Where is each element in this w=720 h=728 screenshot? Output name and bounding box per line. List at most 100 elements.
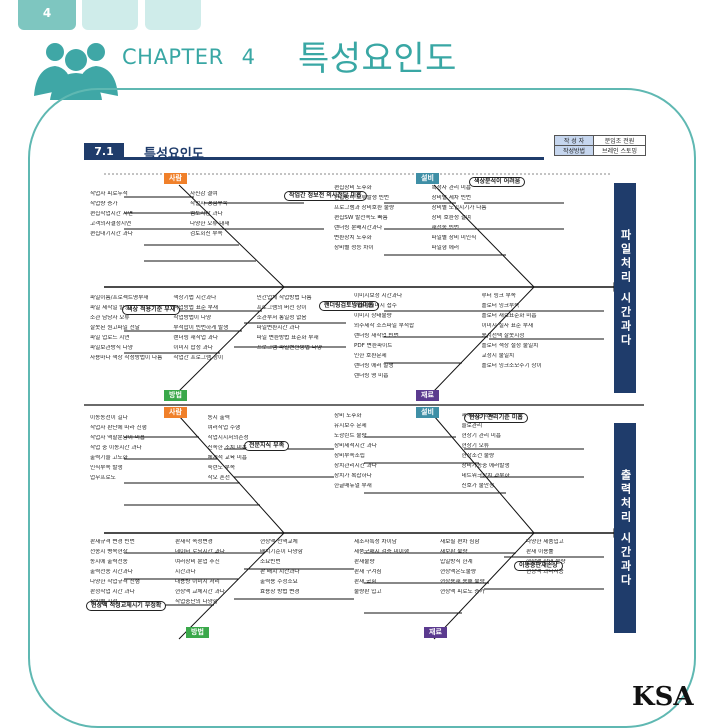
cause-label: 편집장비 노후화 [334, 185, 372, 191]
cause-label: 현상액 과다사용 [526, 569, 564, 575]
cause-label: 작업 중 이동시간 과다 [90, 445, 142, 451]
cause-label: 작업방법 표준 부재 [173, 305, 219, 311]
category-methods: 방법 [164, 390, 187, 401]
cause-label: 랜더링 분배시간과다 [334, 225, 383, 231]
meta-key: 작성방법 [555, 146, 594, 155]
meta-table: 작 성 자 분임조 전원 작성방법 브레인 스토밍 [554, 135, 646, 156]
section-header: 7.1 특성요인도 [84, 143, 544, 162]
cause-label: 제조사특성 차이남 [354, 539, 397, 545]
cause-label: 편집작업시간 지연 [90, 211, 133, 217]
cause-label: 플로터 잉크부족 [481, 303, 520, 309]
cause-label: 검토회신 부족 [190, 231, 223, 237]
cause-label: 파일이름/프로젝트명부재 [90, 295, 149, 301]
cause-label: 소관 담당자 오류 [90, 315, 130, 321]
cause-label: 특정자 관리 미흡 [431, 185, 472, 191]
cause-label: 파일별 장비 미인식 [431, 235, 477, 241]
cause-label: 장비별 도입시기가 다름 [431, 205, 487, 211]
cause-label: 신호가 불안정 [461, 483, 495, 489]
cause-label: 랜더링 재작업 과다 [173, 335, 219, 341]
category-methods: 방법 [186, 627, 209, 638]
cause-label: 현상용재 용해 불량 [440, 579, 485, 585]
cause-label: 작업자 피로누적 [90, 191, 128, 197]
cause-label: 대용량 이미지 처리 [175, 579, 220, 585]
callout: 전문지식 부족 [244, 441, 290, 451]
cause-label: 이미지 합성 과다 [173, 345, 213, 351]
cause-label: 한글매뉴얼 부재 [334, 483, 372, 489]
cause-label: 현상조건 불량 [461, 453, 495, 459]
cause-label: 편집장비 오류발생 빈번 [334, 195, 390, 201]
cause-label: 장비가동중 에러발생 [461, 463, 510, 469]
section-title: 특성요인도 [144, 147, 204, 162]
cause-label: 재보판 불량 [440, 549, 468, 555]
callout: 랜더링검토방법미흡 [319, 301, 379, 311]
cause-label: 프로그램 파일변환방법 다양 [256, 345, 322, 351]
cause-label: 판재 구겨짐 [354, 569, 382, 575]
cause-label: 소요빈번 [260, 559, 281, 565]
cause-label: 시간과다 [175, 569, 196, 575]
cause-label: 판재작 속성변경 [175, 539, 213, 545]
cause-label: 작업자 역할분담이 미흡 [90, 435, 146, 441]
cause-label: 장치가 복잡하다 [334, 473, 372, 479]
cause-label: 컴토시간 과다 [190, 211, 223, 217]
cause-label: 작업중단의 다양함 [175, 599, 218, 605]
cause-label: 재보필 편차 심함 [440, 539, 480, 545]
cause-label: 자신감 결여 [190, 191, 218, 197]
cause-label: 현상액 상태 불량 [526, 559, 566, 565]
cause-label: 외주제작 소스파일 부적합 [354, 323, 415, 329]
meta-value: 분임조 전원 [604, 138, 635, 145]
cause-label: 작업방법이 다양 [173, 315, 212, 321]
cause-label: 현상액 피로도 증가 [440, 589, 485, 595]
chapter-title: 특성요인도 [298, 39, 457, 79]
cause-label: 데이터 로딩시간 과다 [175, 549, 225, 555]
cause-label: 숙련도 부족 [207, 465, 236, 471]
cause-label: 판재 굽힘 [354, 579, 377, 585]
cause-label: 신속한 조치 미흡 [207, 445, 248, 451]
cause-label: 슬로관리 [461, 423, 483, 429]
chapter-tab-number: 4 [42, 6, 52, 20]
effect-box: 출력처리 시간과다 [614, 423, 636, 633]
cause-label: 효용장 방법 변경 [260, 589, 300, 595]
cause-label: 현상기 관리 미흡 [461, 433, 502, 439]
effect-box: 파일처리 시간과다 [614, 183, 636, 393]
cause-label: 노광린트 불량 [334, 433, 367, 439]
category-people: 사람 [164, 407, 187, 418]
cause-label: 색상기법 시간과다 [173, 295, 217, 301]
cause-label: 루터 링크 부족 [481, 293, 516, 299]
cause-label: 파일 업로드 지연 [90, 335, 130, 341]
chapter-tab[interactable] [145, 0, 201, 30]
category-people: 사람 [164, 173, 187, 184]
cause-label: 불량판 입고 [354, 589, 382, 595]
cause-label: 파일 변환방법 표준화 부재 [256, 335, 319, 341]
cause-label: 저해상이미지 접수 [354, 303, 397, 309]
cause-label: 판정작업 시간 과다 [90, 589, 135, 595]
cause-label: 장비세척시간 과다 [334, 443, 377, 449]
category-equipment: 설비 [416, 407, 439, 418]
cause-label: 장비별 성능 차이 [334, 245, 374, 251]
callout: 현상액 적정교체시기 부정확 [86, 601, 167, 611]
cause-label: 현상액온도불량 [440, 569, 477, 575]
chapter-tab-active[interactable]: 4 [18, 0, 76, 30]
cause-label: 출력기술 고도화 [90, 455, 128, 461]
cause-label: 인한 호환문제 [354, 353, 387, 359]
cause-label: 장비 노후화 [334, 413, 362, 419]
fishbone-document: 7.1 특성요인도 작 성 자 분임조 전원 작성방법 브레인 스토밍 [84, 133, 646, 685]
cause-label: 파일형 에러 [431, 245, 460, 251]
cause-label: 이미지 상태불량 [354, 313, 392, 319]
cause-label: 파일 제작일 발생 [90, 305, 130, 311]
callout: 색상분석이 어려움 [469, 177, 526, 187]
cause-label: 사용마다 색상 작성방법이 다름 [90, 355, 163, 361]
cause-label: 플로터 색상 설정 불일치 [481, 343, 539, 349]
cause-label: 체계적 교육 미흡 [207, 455, 248, 461]
cause-label: 다양한 오류 내재 [190, 221, 230, 227]
cause-label: 출력전송 시간과다 [90, 569, 133, 575]
cause-label: 출력용 수정소요 [260, 579, 298, 585]
cause-label: 프로그램의 버전 상이 [256, 305, 307, 311]
chapter-tab[interactable] [82, 0, 138, 30]
meta-key: 작 성 자 [555, 136, 594, 145]
cause-label: 배치기준이 다양함 [260, 549, 303, 555]
cause-label: 동시에 출력전송 [90, 559, 128, 565]
cause-label: PDF 변환파이트 [354, 343, 393, 349]
callout: 현상기 관리기준 미흡 [464, 413, 528, 423]
cause-label: 파일보관방식 다양 [90, 345, 133, 351]
